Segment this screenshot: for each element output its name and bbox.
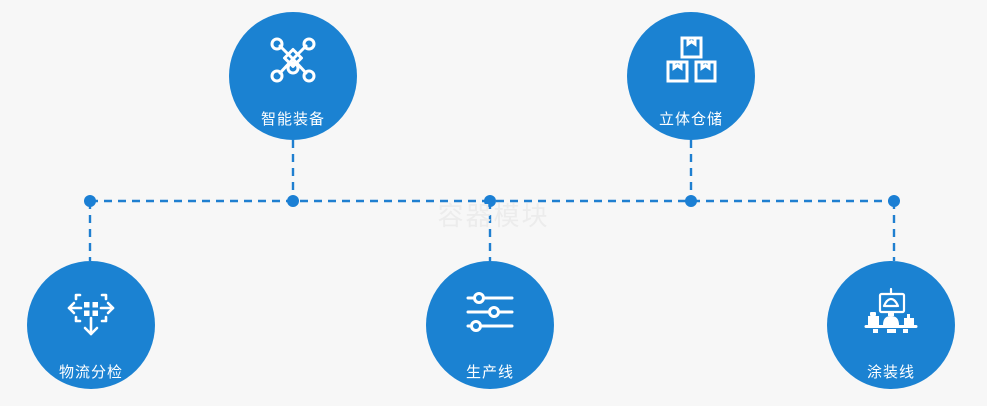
network-nodes-icon (270, 37, 316, 83)
node-label-stereoscopic-warehouse: 立体仓储 (658, 110, 723, 128)
backbone-node-dot-1 (287, 195, 299, 207)
backbone-node-dot-3 (685, 195, 697, 207)
backbone-node-dot-0 (84, 195, 96, 207)
node-label-production-line: 生产线 (465, 363, 514, 381)
node-logistics-sorting[interactable]: 物流分检 (27, 261, 155, 389)
node-label-painting-line: 涂装线 (866, 363, 915, 381)
node-painting-line[interactable]: 涂装线 (827, 261, 955, 389)
backbone-node-dot-2 (484, 195, 496, 207)
backbone-node-dot-4 (888, 195, 900, 207)
node-stereoscopic-warehouse[interactable]: 立体仓储 (627, 12, 755, 140)
sorting-scan-arrows-icon (67, 293, 115, 336)
node-label-intelligent-equipment: 智能装备 (260, 110, 325, 128)
paint-booth-icon (864, 287, 918, 333)
node-label-logistics-sorting: 物流分检 (58, 363, 123, 381)
sliders-icon (466, 292, 514, 332)
stacked-boxes-icon (666, 36, 717, 83)
node-intelligent-equipment[interactable]: 智能装备 (229, 12, 357, 140)
node-production-line[interactable]: 生产线 (426, 261, 554, 389)
